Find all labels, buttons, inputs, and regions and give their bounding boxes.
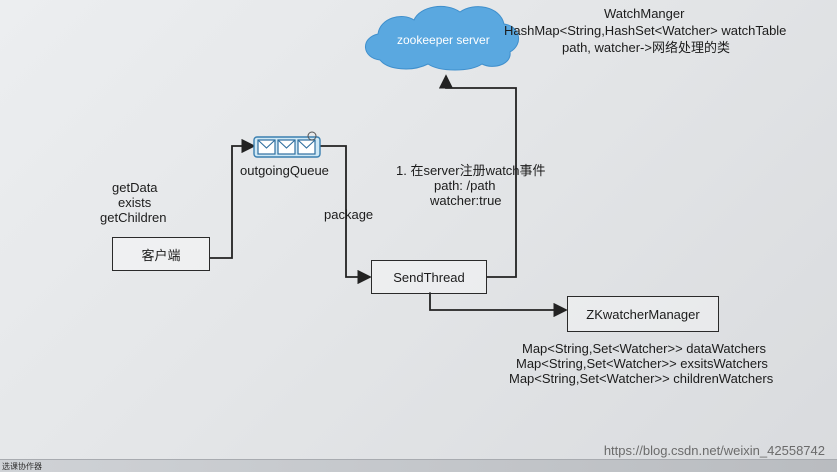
watch-manager-line1: HashMap<String,HashSet<Watcher> watchTab… (504, 23, 787, 38)
package-label: package (324, 207, 374, 222)
queue-icon (253, 131, 321, 158)
register-note-line1: 1. 在server注册watch事件 (396, 163, 546, 178)
connector-queue-to-sendthread (320, 145, 372, 285)
bottom-taskbar: 选课协作器 (0, 459, 837, 472)
zk-map-data-watchers: Map<String,Set<Watcher>> dataWatchers (522, 341, 766, 356)
client-op-exists: exists (118, 195, 152, 210)
connector-sendthread-to-zkmanager (429, 292, 568, 318)
cloud-shape (365, 5, 519, 71)
watch-manager-title: WatchManger (604, 6, 685, 21)
zk-map-exists-watchers: Map<String,Set<Watcher>> exsitsWatchers (516, 356, 768, 371)
cloud-label: zookeeper server (397, 33, 490, 47)
zk-map-children-watchers: Map<String,Set<Watcher>> childrenWatcher… (509, 371, 774, 386)
client-box-label: 客户端 (141, 247, 181, 263)
watermark-url: https://blog.csdn.net/weixin_42558742 (603, 443, 825, 458)
zk-watcher-manager-label: ZKwatcherManager (586, 306, 700, 322)
watch-manager-line2: path, watcher->网络处理的类 (562, 40, 730, 55)
zk-watcher-manager-box: ZKwatcherManager (567, 296, 719, 332)
connector-sendthread-to-server (438, 74, 517, 278)
connector-client-to-queue (210, 138, 256, 259)
register-note-line3: watcher:true (430, 193, 502, 208)
client-box: 客户端 (112, 237, 210, 271)
client-op-getdata: getData (112, 180, 158, 195)
register-note-line2: path: /path (434, 178, 496, 193)
client-op-getchildren: getChildren (100, 210, 167, 225)
send-thread-label: SendThread (393, 269, 465, 285)
queue-label: outgoingQueue (240, 163, 329, 178)
bottom-bar-label: 选课协作器 (2, 462, 42, 471)
send-thread-box: SendThread (371, 260, 487, 294)
